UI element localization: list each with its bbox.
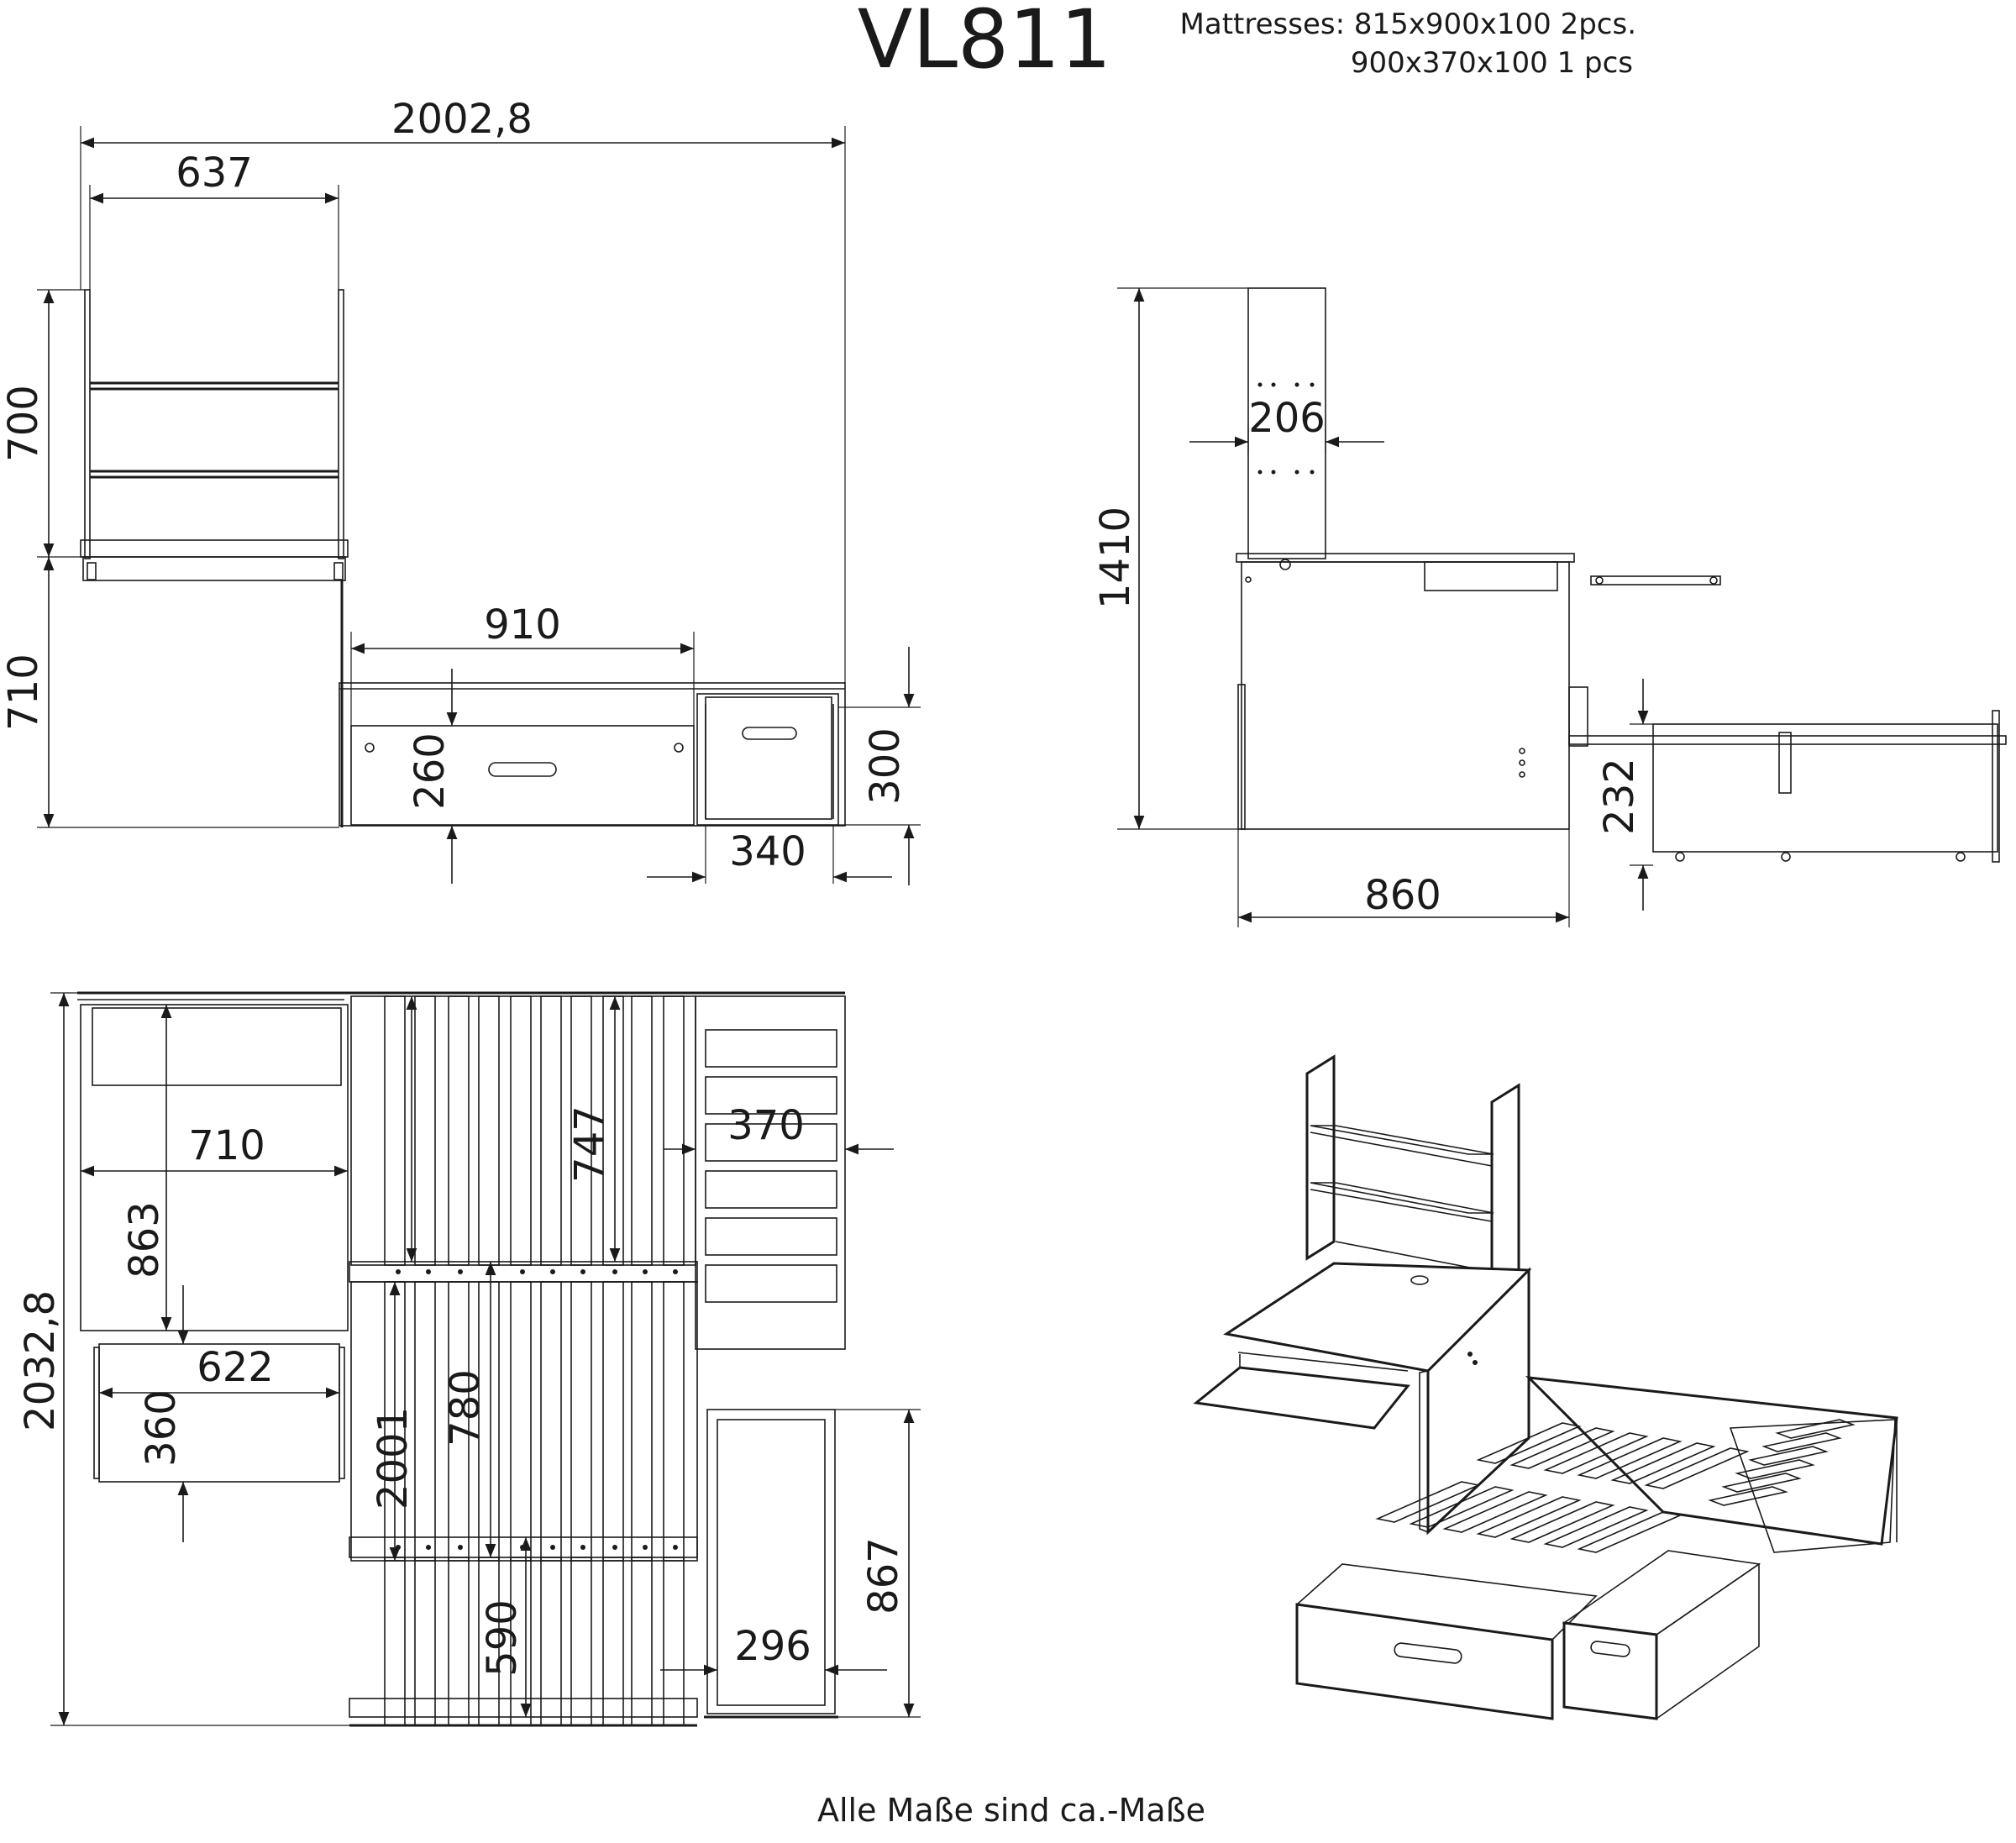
dim-shelf-height: 700 [0,385,47,462]
mattress-spec-line-1: Mattresses: 815x900x100 2pcs. [1180,8,1636,41]
footer-note: Alle Maße sind ca.-Maße [817,1792,1205,1829]
isometric-view [1193,1054,1898,1720]
dim-drawer-height: 260 [407,732,454,810]
dim-bed-length: 2001 [370,1407,417,1510]
dim-shelf-width: 637 [176,150,253,197]
dim-tray-depth: 360 [138,1389,185,1467]
dim-tray-width: 622 [197,1344,274,1391]
dim-slat-lower: 590 [479,1599,526,1677]
dim-top-drawer-length: 867 [860,1537,907,1615]
top-view: 2032,8 710 863 622 360 370 747 780 2001 … [17,991,921,1727]
side-view: 206 1410 860 232 [1092,287,2007,927]
dim-slat-upper: 747 [566,1105,613,1183]
dim-shelf-depth: 206 [1248,395,1326,442]
drawing-title: VL811 [858,0,1111,87]
dim-small-drawer-height: 300 [862,727,909,805]
dim-total-width: 2002,8 [391,96,533,143]
dim-desk-width: 710 [188,1122,265,1169]
dim-total-length: 2032,8 [17,1290,64,1431]
dim-slat-middle: 780 [442,1369,489,1447]
mattress-spec-line-2: 900x370x100 1 pcs [1351,46,1633,80]
front-view: 2002,8 637 700 710 910 260 340 3 [0,96,921,885]
dim-small-drawer-width: 340 [729,828,806,875]
dim-total-height: 1410 [1092,507,1139,609]
dim-desk-depth: 863 [121,1201,168,1279]
dim-side-width: 370 [727,1102,805,1149]
dim-drawer-width: 910 [484,601,561,648]
dim-top-drawer-width: 296 [734,1623,811,1670]
dim-side-depth: 860 [1364,872,1441,919]
dim-side-drawer-height: 232 [1596,758,1643,835]
dim-desk-height: 710 [0,654,47,731]
